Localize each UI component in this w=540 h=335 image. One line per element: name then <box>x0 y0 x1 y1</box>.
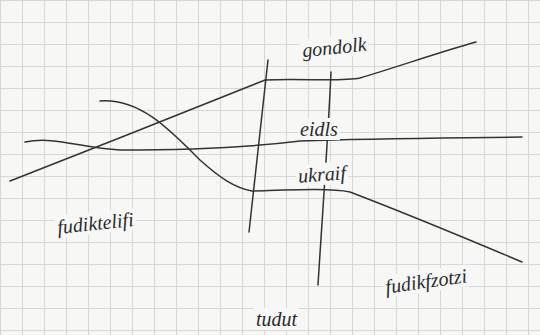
handwritten-label: eidls <box>298 118 340 140</box>
middle-line <box>25 137 522 150</box>
handwritten-label: fudikfzotzi <box>382 264 470 298</box>
first-vertical <box>249 60 268 232</box>
handwritten-label: fudiktelifi <box>54 208 137 238</box>
handwritten-label: ukraif <box>295 161 348 187</box>
lower-line <box>100 101 522 262</box>
upper-line <box>10 42 476 181</box>
handwritten-label: gondolk <box>299 32 369 61</box>
handwritten-label: tudut <box>254 308 299 330</box>
